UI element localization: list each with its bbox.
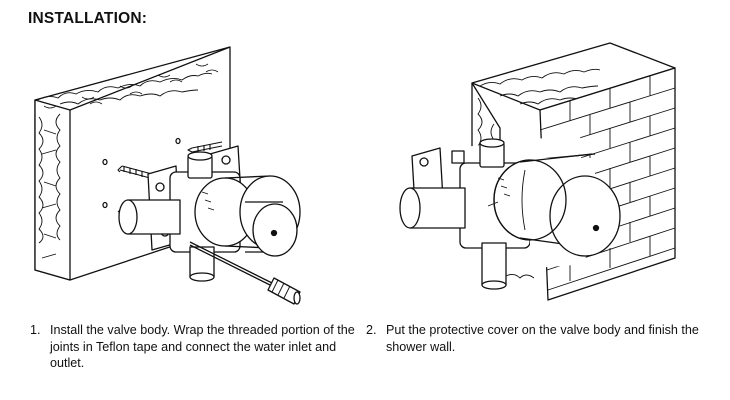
- installation-heading: INSTALLATION:: [28, 10, 148, 27]
- step-number: 2.: [366, 323, 377, 337]
- installation-figure-step-2: [399, 38, 720, 308]
- instruction-step-2: 2. Put the protective cover on the valve…: [366, 322, 726, 355]
- valve-installation-illustration: [34, 46, 301, 305]
- step-text: Install the valve body. Wrap the threade…: [50, 323, 355, 370]
- installation-figure-step-1: [30, 42, 350, 312]
- protective-cover-illustration: [399, 42, 676, 301]
- step-text: Put the protective cover on the valve bo…: [386, 323, 699, 354]
- instruction-step-1: 1. Install the valve body. Wrap the thre…: [30, 322, 355, 372]
- step-number: 1.: [30, 323, 41, 337]
